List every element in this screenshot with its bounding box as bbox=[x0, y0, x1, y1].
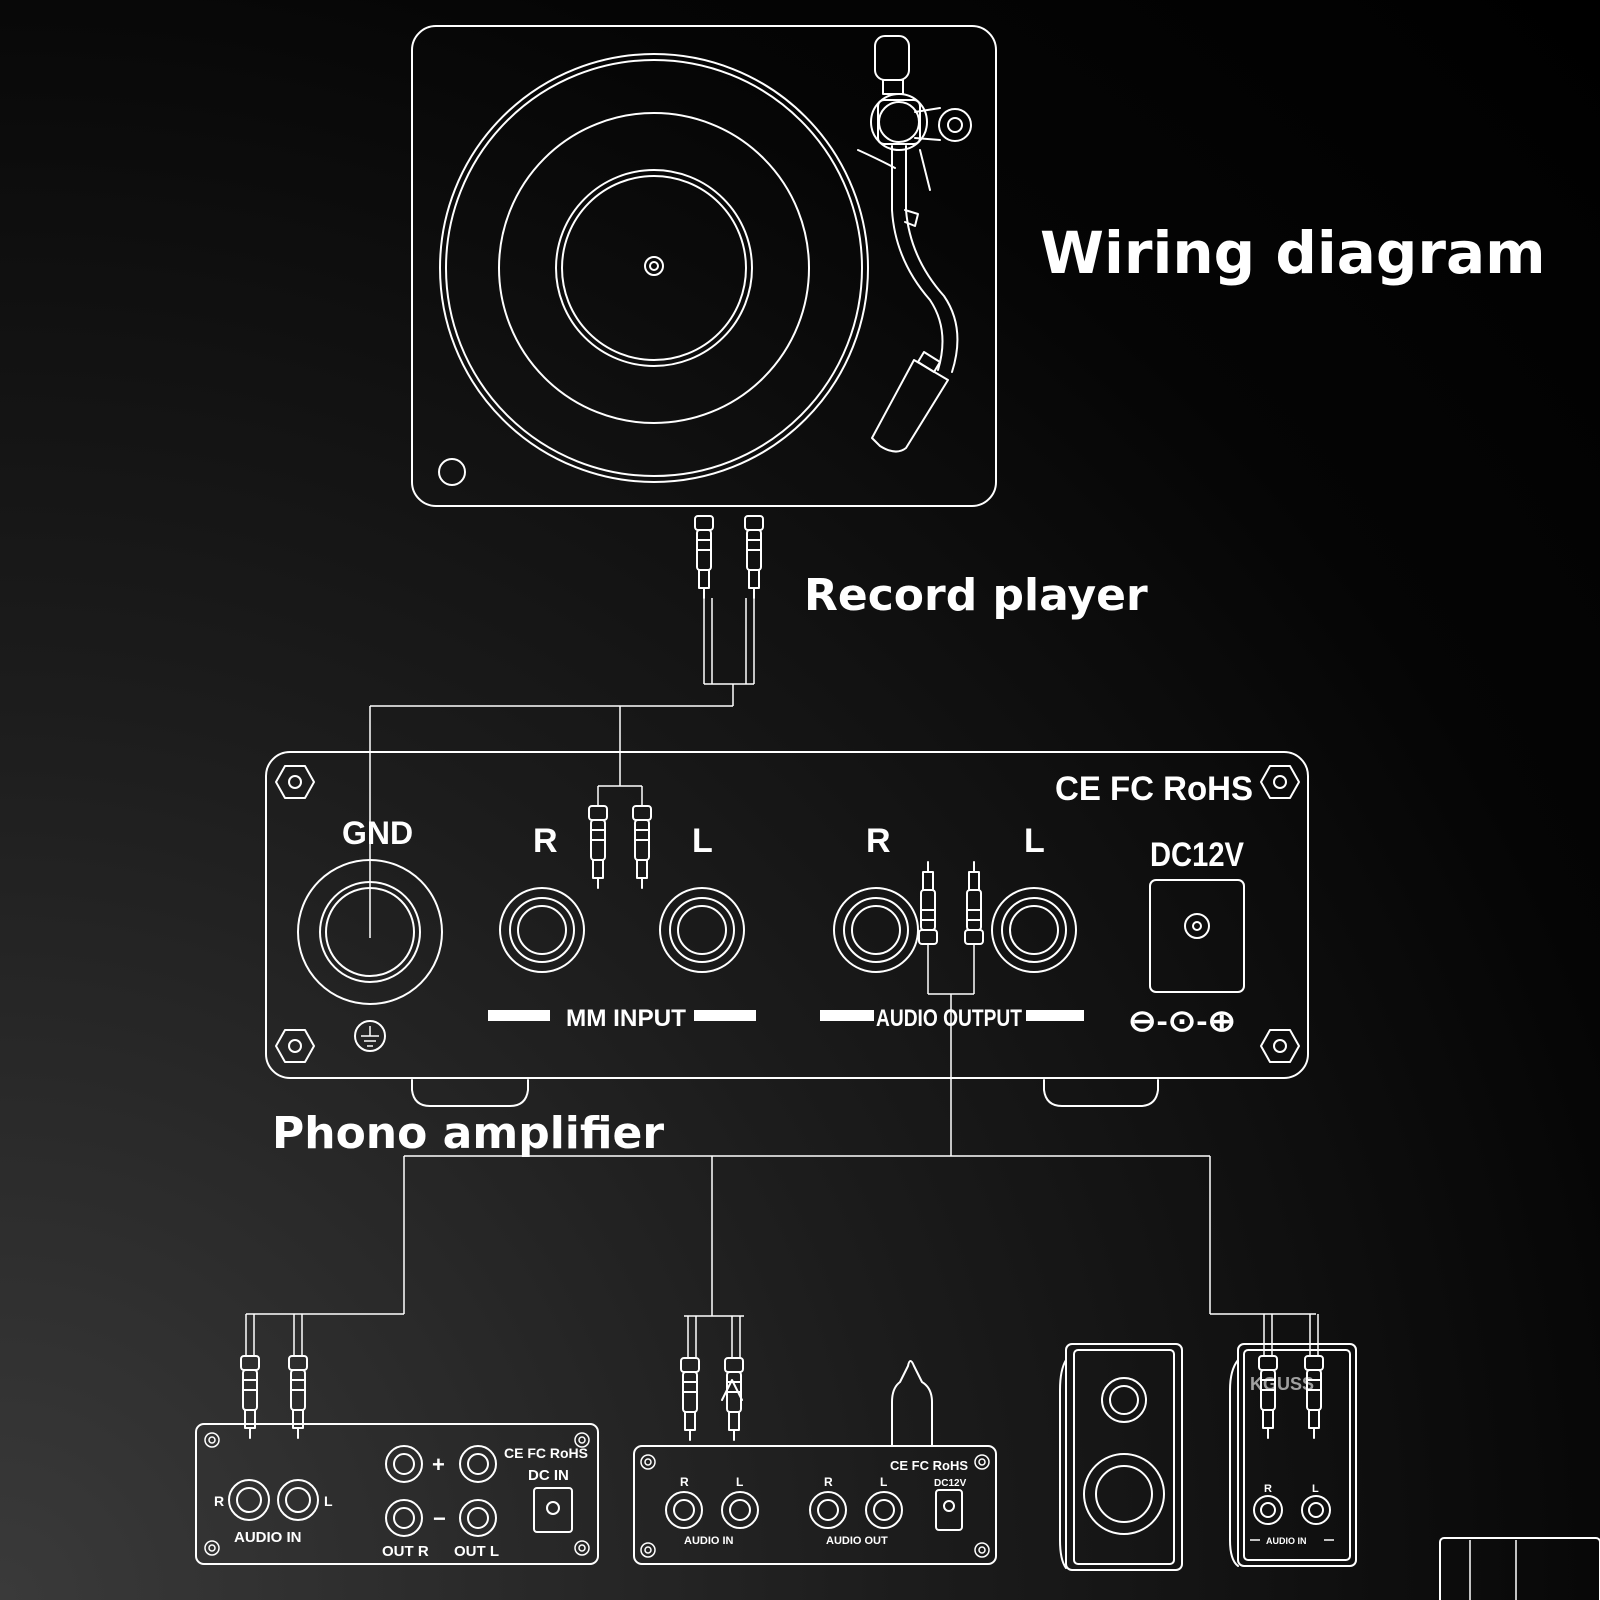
device-a-dc-in-label: DC IN bbox=[528, 1467, 569, 1484]
record-player-label: Record player bbox=[804, 570, 1148, 621]
output-l-label: L bbox=[1024, 822, 1045, 860]
device-b-dc-label: DC12V bbox=[934, 1478, 967, 1489]
record-player-cable bbox=[369, 515, 764, 938]
device-a-r-label: R bbox=[214, 1493, 224, 1509]
device-a-plus-label: + bbox=[432, 1452, 445, 1477]
device-d-brand: KGUSS bbox=[1250, 1374, 1314, 1394]
power-amplifier-device bbox=[195, 1355, 599, 1565]
device-b-l2-label: L bbox=[880, 1475, 887, 1489]
dc-polarity-icon: ⊖-⊙-⊕ bbox=[1128, 1005, 1236, 1038]
speaker-device bbox=[1059, 1343, 1183, 1571]
ground-icon bbox=[354, 1020, 386, 1052]
device-a-l-label: L bbox=[324, 1493, 333, 1509]
kguss-device bbox=[1229, 1343, 1357, 1567]
gnd-label: GND bbox=[342, 815, 413, 851]
record-player bbox=[411, 25, 997, 507]
device-b-r1-label: R bbox=[680, 1475, 689, 1489]
diagram-title: Wiring diagram bbox=[1040, 219, 1546, 287]
device-a-audio-in-label: AUDIO IN bbox=[234, 1529, 302, 1546]
device-d-r-label: R bbox=[1264, 1483, 1272, 1495]
device-a-out-l-label: OUT L bbox=[454, 1543, 499, 1560]
phono-amplifier-label: Phono amplifier bbox=[272, 1108, 664, 1159]
device-a-out-r-label: OUT R bbox=[382, 1543, 429, 1560]
device-b-audio-in-label: AUDIO IN bbox=[684, 1535, 734, 1547]
device-b-audio-out-label: AUDIO OUT bbox=[826, 1535, 888, 1547]
device-a-certifications: CE FC RoHS bbox=[504, 1445, 588, 1461]
phono-amp-certifications: CE FC RoHS bbox=[1055, 770, 1253, 808]
tube-preamp-device bbox=[633, 1357, 997, 1565]
output-distribution-wiring bbox=[245, 994, 1319, 1358]
device-a-minus-label: − bbox=[433, 1506, 446, 1531]
output-r-label: R bbox=[866, 822, 891, 860]
device-b-l1-label: L bbox=[736, 1475, 743, 1489]
tonearm-icon bbox=[857, 35, 972, 453]
mm-input-label: MM INPUT bbox=[566, 1005, 686, 1032]
device-b-r2-label: R bbox=[824, 1475, 833, 1489]
mm-input-r-label: R bbox=[533, 822, 558, 860]
mm-input-l-label: L bbox=[692, 822, 713, 860]
phono-amplifier bbox=[265, 751, 1309, 1107]
device-b-certifications: CE FC RoHS bbox=[890, 1458, 968, 1473]
audio-output-label: AUDIO OUTPUT bbox=[876, 1005, 1022, 1032]
device-d-audio-in-label: AUDIO IN bbox=[1266, 1536, 1307, 1546]
device-d-l-label: L bbox=[1312, 1483, 1319, 1495]
dc12v-label: DC12V bbox=[1150, 836, 1244, 874]
partial-device-edge bbox=[1439, 1537, 1600, 1600]
